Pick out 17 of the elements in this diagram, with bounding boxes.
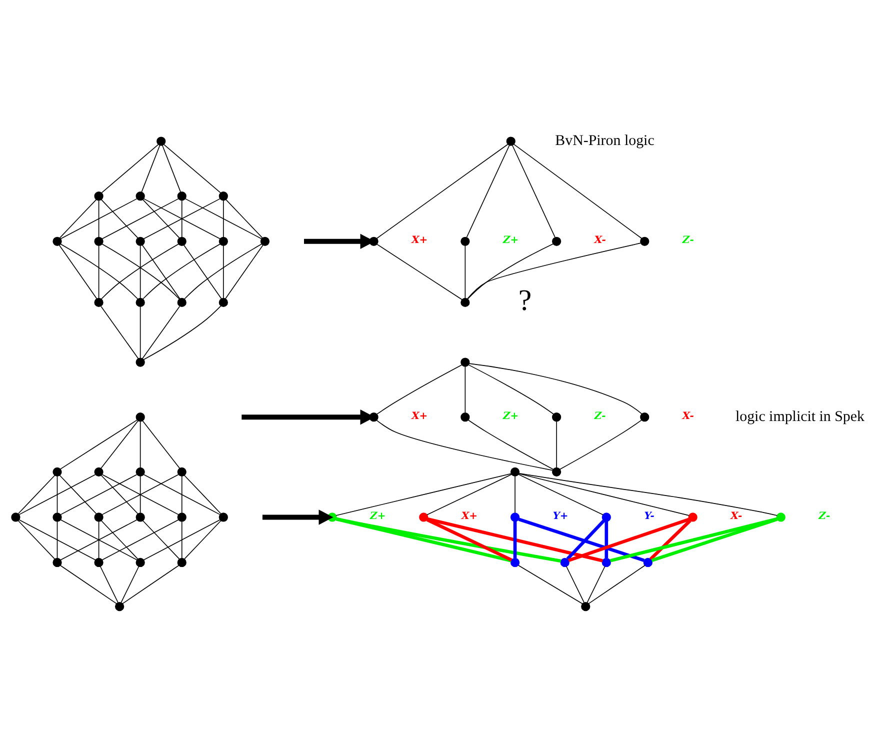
node-label: X- <box>594 234 606 246</box>
node-label: X- <box>682 410 694 422</box>
node-label: X+ <box>412 234 428 246</box>
node-label: Z+ <box>502 234 519 246</box>
label: logic implicit in Spek <box>735 408 865 424</box>
node-label: X+ <box>461 510 478 522</box>
node-label: X- <box>730 510 742 522</box>
node-label: Z+ <box>502 410 519 422</box>
node-label: Y+ <box>552 510 568 522</box>
node-label: Z+ <box>370 510 386 522</box>
node-label: Z- <box>594 410 606 422</box>
node-label: X+ <box>412 410 428 422</box>
node-label: Z- <box>818 510 830 522</box>
label: BvN-Piron logic <box>555 132 654 148</box>
node-label: Z- <box>682 234 694 246</box>
node-label: Y- <box>644 510 654 522</box>
label: ? <box>518 283 532 316</box>
